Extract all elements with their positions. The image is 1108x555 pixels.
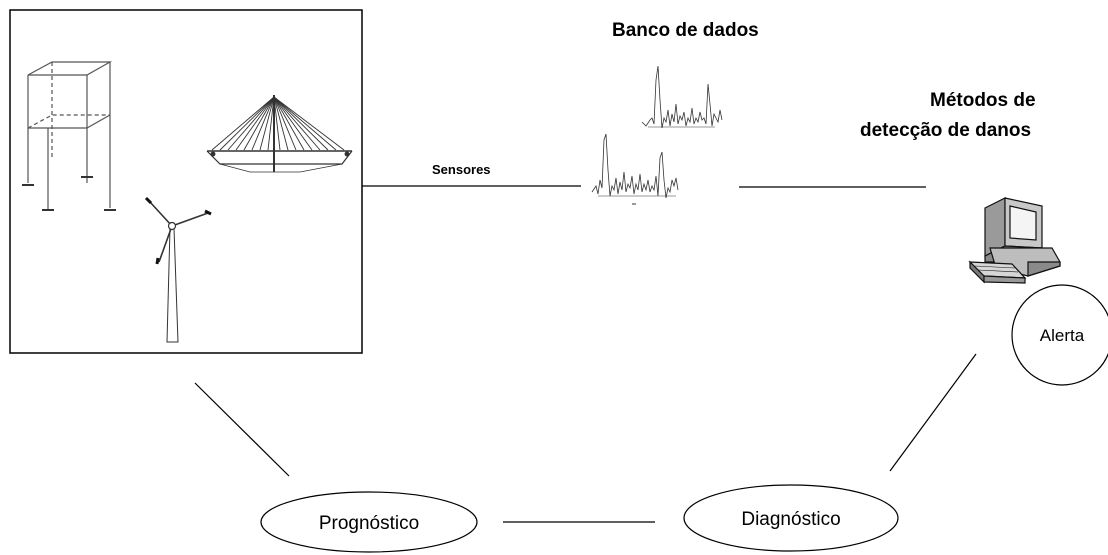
- cable-stayed-bridge-icon: [206, 95, 353, 173]
- alert-label: Alerta: [1040, 326, 1085, 345]
- alert-circle: [1011, 284, 1108, 386]
- structures-box: [9, 9, 363, 354]
- wind-turbine-icon: [144, 196, 212, 343]
- computer-icon: [968, 197, 1061, 284]
- building-frame-icon: [22, 61, 116, 211]
- alert-to-diagnosis-line: [889, 353, 977, 472]
- diagnosis-ellipse: [683, 484, 899, 552]
- methods-title-line2: detecção de danos: [860, 120, 1031, 141]
- sensors-label: Sensores: [432, 162, 491, 177]
- signal-waveform-icon: [641, 65, 723, 129]
- box-to-prognosis-line: [194, 382, 290, 477]
- database-title: Banco de dados: [612, 20, 759, 41]
- prognosis-ellipse: [260, 491, 478, 553]
- signal-waveform-icon: [591, 133, 679, 205]
- diagnosis-label: Diagnóstico: [741, 509, 840, 530]
- prognosis-label: Prognóstico: [319, 513, 419, 534]
- methods-title-line1: Métodos de: [930, 90, 1036, 111]
